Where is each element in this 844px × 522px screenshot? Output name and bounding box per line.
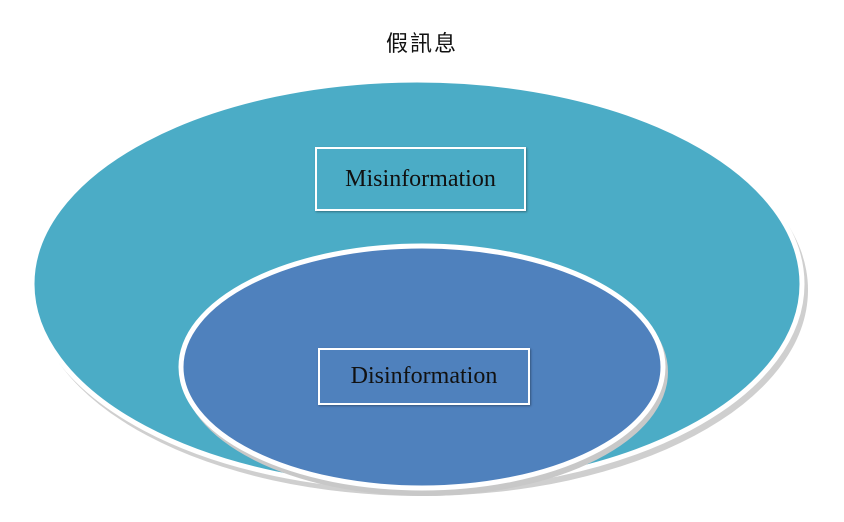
disinformation-label-box: Disinformation	[318, 348, 530, 405]
disinformation-label: Disinformation	[350, 363, 498, 389]
misinformation-label: Misinformation	[345, 165, 496, 192]
diagram-title: 假訊息	[385, 32, 458, 57]
misinformation-label-box: Misinformation	[315, 147, 526, 211]
